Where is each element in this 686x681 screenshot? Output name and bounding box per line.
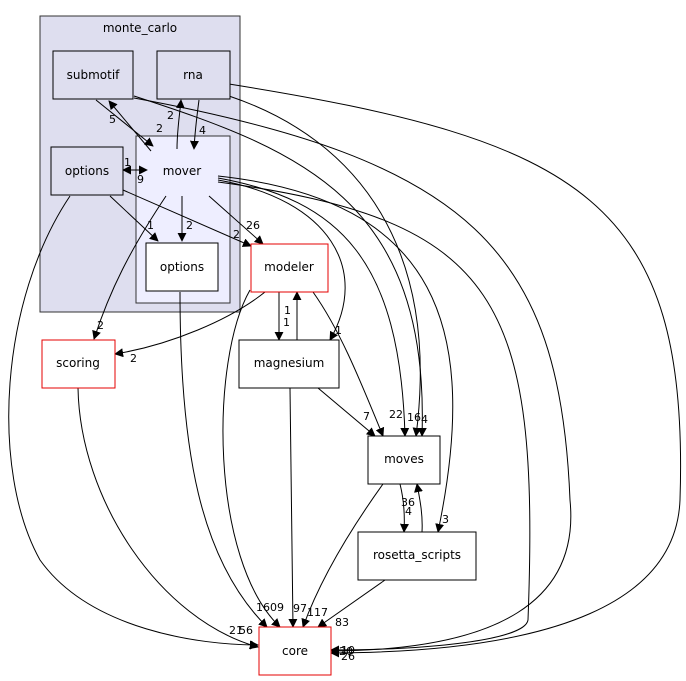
node-mover-label: mover <box>163 164 202 178</box>
node-moves-label: moves <box>384 452 424 466</box>
edge-label[interactable]: 7 <box>363 410 370 423</box>
edge-label[interactable]: 2 <box>233 228 240 241</box>
edge-label[interactable]: 2 <box>130 352 137 365</box>
edge-label[interactable]: 4 <box>199 124 206 137</box>
edge-mover-magnesium <box>217 179 346 341</box>
node-core[interactable]: core <box>258 626 332 676</box>
node-modeler-label: modeler <box>264 260 314 274</box>
node-mover[interactable]: mover <box>163 164 202 178</box>
edge-rna-core <box>228 83 682 658</box>
edge-submotif-core <box>133 97 572 656</box>
edge-label[interactable]: 21 <box>229 624 243 637</box>
edge-mc-options-mover-options <box>109 195 159 242</box>
edge-label[interactable]: 9 <box>137 173 144 186</box>
node-submotif-label: submotif <box>67 68 121 82</box>
edge-label[interactable]: 56 <box>239 624 253 637</box>
edge-label[interactable]: 2 <box>167 109 174 122</box>
edge-label[interactable]: 20 <box>339 645 353 658</box>
node-options-monte-carlo[interactable]: options <box>50 146 124 196</box>
edge-magnesium-moves <box>317 387 376 437</box>
edge-label[interactable]: 1 <box>124 156 131 169</box>
edge-rosetta-scripts-moves <box>414 483 423 533</box>
node-rosetta-scripts[interactable]: rosetta_scripts <box>357 531 477 581</box>
edge-mover-rosetta-scripts <box>217 175 454 533</box>
edge-label[interactable]: 3 <box>442 513 449 526</box>
node-scoring[interactable]: scoring <box>41 339 116 389</box>
edge-mover-core-right <box>217 181 531 655</box>
edge-label[interactable]: 1609 <box>256 601 284 614</box>
edges <box>8 83 682 658</box>
edge-mover-submotif <box>108 100 152 152</box>
node-rosetta-scripts-label: rosetta_scripts <box>373 548 461 562</box>
node-rna[interactable]: rna <box>156 50 231 100</box>
edge-label[interactable]: 1 <box>284 304 291 317</box>
node-moves[interactable]: moves <box>367 435 441 485</box>
node-options-monte-carlo-label: options <box>65 164 109 178</box>
edge-label[interactable]: 4 <box>421 413 428 426</box>
node-modeler[interactable]: modeler <box>250 243 329 293</box>
edge-modeler-moves <box>312 291 385 437</box>
edge-label[interactable]: 1 <box>283 316 290 329</box>
edge-modeler-core <box>222 289 281 628</box>
node-options-mover[interactable]: options <box>145 242 219 292</box>
edge-label[interactable]: 2 <box>97 319 104 332</box>
edge-mover-modeler <box>208 195 264 245</box>
edge-label[interactable]: 97 <box>293 602 307 615</box>
edge-label[interactable]: 10 <box>341 644 355 657</box>
edge-mover-moves <box>217 177 410 437</box>
edge-label[interactable]: 22 <box>389 408 403 421</box>
edge-moves-core <box>301 483 384 628</box>
edge-moves-rosetta-scripts <box>399 483 409 533</box>
edge-label[interactable]: 83 <box>335 616 349 629</box>
edge-submotif-moves <box>133 95 427 437</box>
node-core-label: core <box>282 644 308 658</box>
edge-label[interactable]: 26 <box>341 650 355 663</box>
edge-label[interactable]: 1 <box>147 219 154 232</box>
edge-rosetta-scripts-core <box>317 579 386 628</box>
edge-label[interactable]: 26 <box>246 219 260 232</box>
edge-modeler-scoring <box>114 291 266 358</box>
node-magnesium-label: magnesium <box>254 356 325 370</box>
edge-label[interactable]: 4 <box>405 505 412 518</box>
edge-label[interactable]: 16 <box>407 411 421 424</box>
edge-label[interactable]: 2 <box>186 219 193 232</box>
edge-rna-mover <box>189 99 200 150</box>
edge-mc-options-core <box>8 195 259 650</box>
node-scoring-label: scoring <box>56 356 100 370</box>
edge-rna-moves <box>228 95 422 437</box>
node-submotif[interactable]: submotif <box>52 50 134 100</box>
cluster-monte-carlo-label: monte_carlo <box>103 21 177 35</box>
edge-labels: 2 5 2 4 1 9 1 2 2 26 2 1 1 1 2 7 22 16 4… <box>97 109 449 663</box>
node-rna-label: rna <box>183 68 203 82</box>
edge-label[interactable]: 1 <box>335 324 342 337</box>
edge-label[interactable]: 5 <box>109 113 116 126</box>
node-options-mover-label: options <box>160 260 204 274</box>
edge-mover-options-core <box>179 291 268 628</box>
edge-label[interactable]: 36 <box>401 496 415 509</box>
edge-mc-options-modeler <box>122 189 252 247</box>
edge-magnesium-core <box>288 387 298 628</box>
edge-submotif-mover <box>95 99 154 147</box>
edge-scoring-core <box>77 387 259 650</box>
node-magnesium[interactable]: magnesium <box>238 339 340 389</box>
edge-label[interactable]: 117 <box>307 606 328 619</box>
edge-mover-rna <box>175 99 185 150</box>
edge-mover-scoring <box>92 195 167 340</box>
edge-label[interactable]: 2 <box>156 122 163 135</box>
